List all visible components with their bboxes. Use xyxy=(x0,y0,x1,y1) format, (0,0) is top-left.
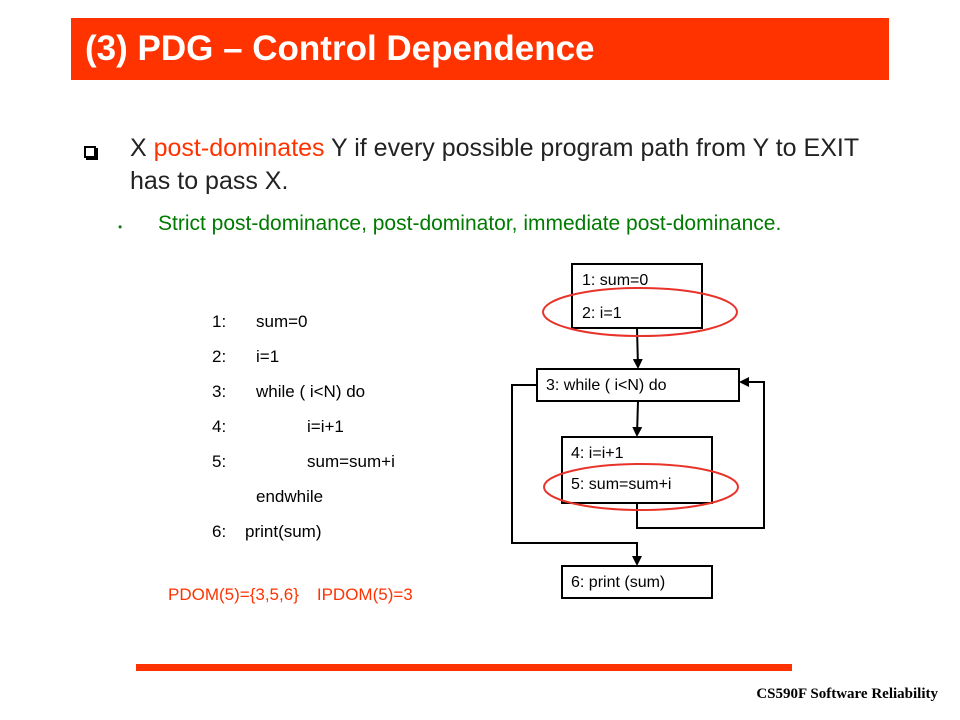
cfg-node-entry-line2: 2: i=1 xyxy=(582,305,622,322)
cfg-node-loop-body-line1: 4: i=i+1 xyxy=(571,445,624,462)
code-line-number: 1: xyxy=(212,312,227,331)
code-line-text: sum=0 xyxy=(256,312,308,331)
code-line-5: 5: sum=sum+i xyxy=(212,452,395,472)
sub-bullet-text: Strict post-dominance, post-dominator, i… xyxy=(158,212,782,235)
cfg-node-print xyxy=(561,565,713,599)
code-line-number: 2: xyxy=(212,347,227,366)
code-line-text: sum=sum+i xyxy=(307,452,395,471)
main-bullet-highlight: post-dominates xyxy=(153,134,325,162)
footer-bar xyxy=(136,664,792,671)
cfg-node-loop-body-line2: 5: sum=sum+i xyxy=(571,476,671,493)
code-line-number: 4: xyxy=(212,417,227,436)
cfg-edge-back-loop xyxy=(636,377,765,529)
cfg-node-print-line1: 6: print (sum) xyxy=(571,574,665,591)
main-bullet-post: Y if every possible program path from Y … xyxy=(130,134,859,195)
cfg-edge-entry-to-while xyxy=(632,327,643,369)
code-line-number: 3: xyxy=(212,382,227,401)
code-line-text: while ( i<N) do xyxy=(256,382,366,401)
cfg-edge-while-to-body xyxy=(632,400,643,437)
code-line-6: 6: print(sum) xyxy=(212,522,322,542)
code-line-4: 4: i=i+1 xyxy=(212,417,344,437)
code-line-text: i=i+1 xyxy=(307,417,344,436)
cfg-node-entry xyxy=(571,263,703,329)
highlight-ellipse-node5 xyxy=(543,463,739,511)
pdom-set: PDOM(5)={3,5,6} xyxy=(168,585,299,604)
code-line-number: 6: xyxy=(212,522,227,541)
title-bar: (3) PDG – Control Dependence xyxy=(71,18,889,80)
code-line-2: 2: i=1 xyxy=(212,347,279,367)
cfg-node-while-line1: 3: while ( i<N) do xyxy=(546,377,667,394)
main-bullet-pre: X xyxy=(130,134,154,162)
cfg-node-while xyxy=(536,368,740,402)
cfg-edge-while-to-print xyxy=(511,384,642,566)
pdom-result: PDOM(5)={3,5,6} IPDOM(5)=3 xyxy=(168,585,413,605)
code-line-text: print(sum) xyxy=(245,522,322,541)
main-bullet-text: X post-dominates Y if every possible pro… xyxy=(130,132,870,198)
ipdom-value: IPDOM(5)=3 xyxy=(316,585,413,604)
code-line-number: 5: xyxy=(212,452,227,471)
cfg-node-entry-line1: 1: sum=0 xyxy=(582,272,648,289)
code-line-1: 1: sum=0 xyxy=(212,312,308,332)
cfg-node-loop-body xyxy=(561,436,713,504)
square-bullet-icon xyxy=(84,146,96,158)
code-line-text: i=1 xyxy=(256,347,280,366)
code-line-text: endwhile xyxy=(256,487,324,506)
dot-bullet-icon: • xyxy=(118,220,123,234)
highlight-ellipse-node2 xyxy=(542,287,738,337)
code-line-3: 3: while ( i<N) do xyxy=(212,382,365,402)
slide-title: (3) PDG – Control Dependence xyxy=(85,29,595,68)
footer-course: CS590F Software Reliability xyxy=(756,686,938,702)
